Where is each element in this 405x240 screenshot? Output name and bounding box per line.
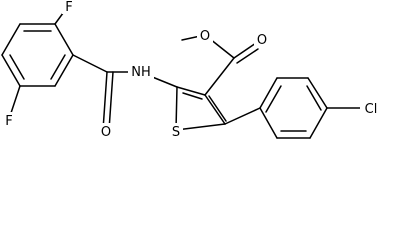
bond bbox=[108, 71, 114, 131]
bond bbox=[265, 85, 282, 113]
bond bbox=[306, 85, 322, 111]
bond bbox=[236, 48, 259, 64]
bond bbox=[224, 107, 261, 125]
bond bbox=[9, 85, 21, 117]
bond bbox=[204, 57, 235, 96]
bond bbox=[1, 54, 21, 87]
bond bbox=[54, 54, 74, 87]
oxygen-label: O bbox=[257, 33, 267, 48]
bond bbox=[307, 77, 328, 109]
fluorine-label: F bbox=[65, 0, 72, 15]
atom-cl: Cl bbox=[360, 100, 382, 117]
bond bbox=[175, 123, 226, 131]
bond bbox=[54, 23, 74, 56]
chemical-structure: F F NH O S O O Cl bbox=[1, 0, 382, 140]
bond bbox=[1, 23, 21, 56]
sulfur-label: S bbox=[172, 125, 180, 140]
bond bbox=[233, 42, 257, 59]
atom-o-ester: O bbox=[197, 27, 213, 44]
bond bbox=[50, 54, 66, 80]
bond bbox=[208, 95, 227, 122]
oxygen-label: O bbox=[200, 29, 210, 44]
bond bbox=[72, 54, 108, 73]
bond bbox=[9, 54, 25, 80]
bond bbox=[175, 86, 178, 131]
bonds bbox=[1, 8, 363, 139]
bond bbox=[259, 107, 278, 139]
chlorine-label: Cl bbox=[365, 102, 378, 117]
bond bbox=[102, 71, 108, 131]
atom-labels: F F NH O S O O Cl bbox=[2, 0, 382, 140]
amine-label: NH bbox=[131, 65, 151, 80]
atom-nh: NH bbox=[128, 63, 154, 80]
atom-o-amide: O bbox=[98, 123, 114, 140]
bond bbox=[182, 92, 203, 100]
atom-s: S bbox=[169, 123, 183, 140]
oxygen-label: O bbox=[101, 125, 111, 140]
atom-f-upper: F bbox=[62, 0, 76, 15]
atom-o-carbonyl: O bbox=[254, 31, 270, 48]
bond bbox=[204, 94, 226, 125]
bond bbox=[259, 77, 278, 109]
atom-f-lower: F bbox=[2, 112, 16, 129]
bond bbox=[309, 107, 328, 139]
bond bbox=[176, 86, 206, 96]
fluorine-label: F bbox=[5, 114, 12, 129]
